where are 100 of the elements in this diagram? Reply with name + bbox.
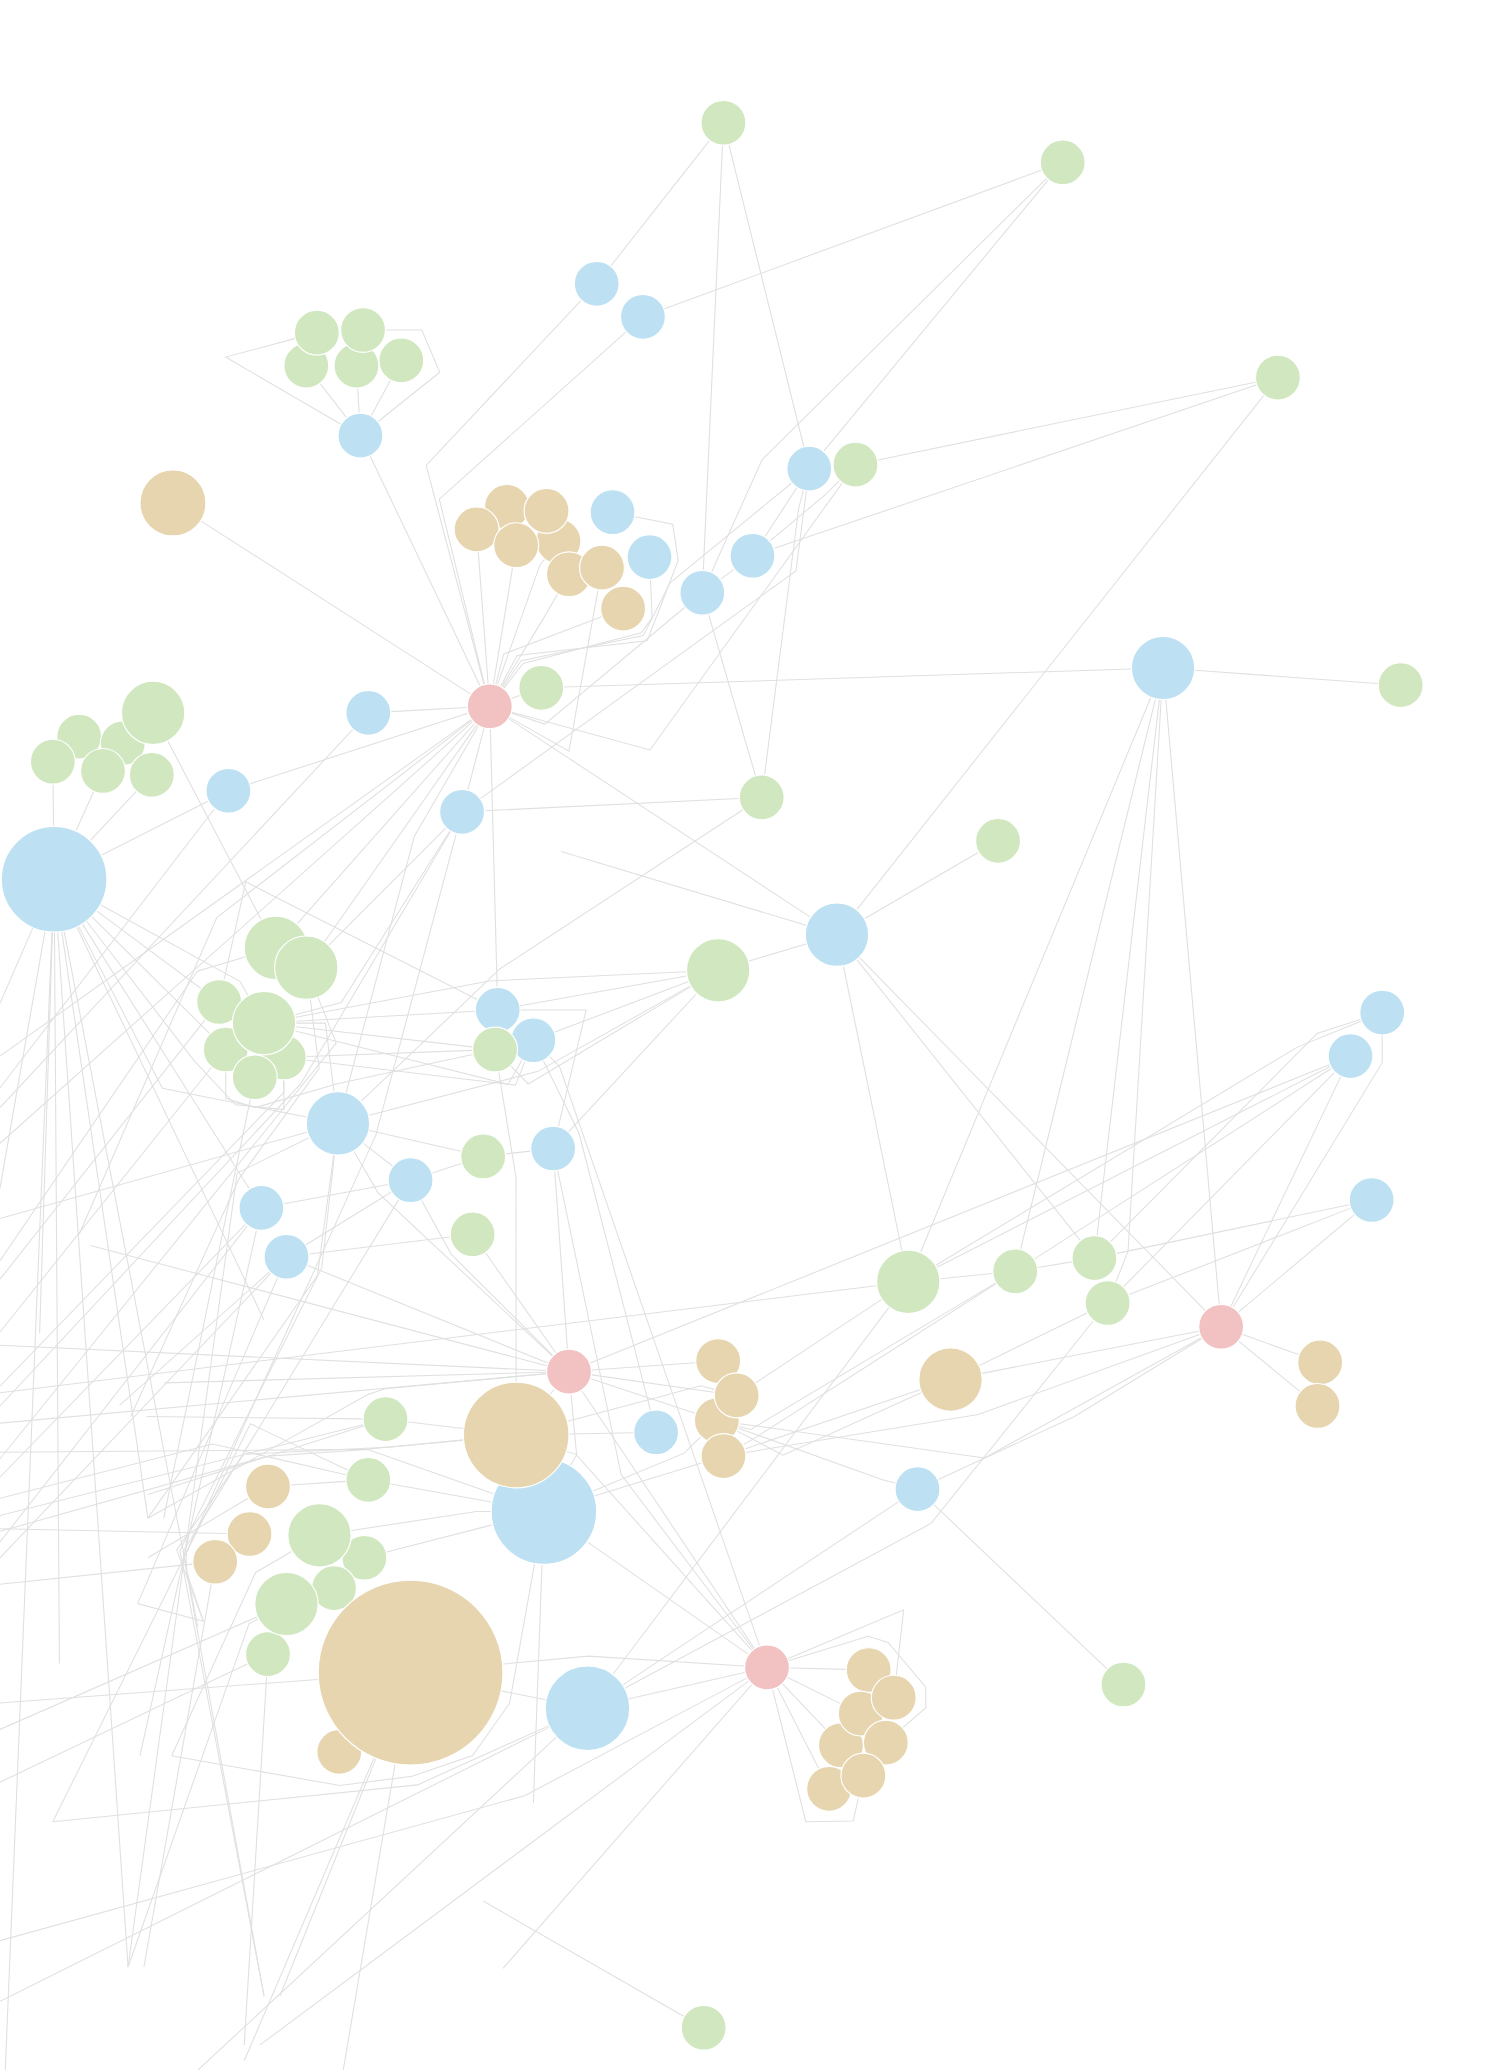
link-line (295, 1026, 473, 1048)
link-line (86, 920, 285, 1111)
link-line (96, 910, 201, 989)
link-line (480, 490, 807, 799)
link-line (501, 1690, 546, 1701)
node-circle (510, 1017, 557, 1064)
node-circle (254, 1571, 319, 1637)
link-line (295, 1010, 476, 1022)
node-circle (1084, 1279, 1131, 1327)
link-line (764, 487, 797, 537)
link-line (224, 338, 341, 425)
link-line (170, 1563, 535, 1787)
link-line (935, 1020, 1362, 1266)
link-line (782, 1683, 826, 1730)
link-line (592, 1436, 701, 1492)
node-circle (738, 774, 785, 821)
link-line (283, 1183, 389, 1205)
node-circle (128, 751, 175, 798)
node-circle (862, 1719, 909, 1766)
node-circle (832, 441, 879, 488)
node-circle (974, 817, 1021, 864)
link-line (788, 1635, 927, 1728)
link-line (127, 1618, 259, 1968)
node-circle (1327, 1033, 1374, 1080)
link-line (519, 975, 687, 1007)
node-circle (619, 293, 666, 340)
link-line (61, 931, 149, 1519)
link-line (612, 1307, 890, 1675)
link-line (368, 985, 691, 1116)
link-line (197, 1736, 557, 2070)
link-line (477, 551, 489, 684)
link-line (147, 1154, 334, 1519)
link-line (554, 981, 689, 1033)
link-line (1238, 1214, 1355, 1313)
node-circle (139, 469, 207, 537)
link-line (858, 957, 1206, 1311)
link-line (500, 516, 679, 687)
link-line (390, 707, 468, 713)
link-line (467, 728, 485, 791)
link-line (129, 999, 320, 1418)
link-line (520, 1009, 587, 1127)
link-line (294, 1030, 523, 1085)
link-line (502, 482, 792, 688)
link-line (420, 1199, 553, 1356)
link-line (0, 1344, 547, 1372)
link-line (978, 1312, 1088, 1366)
link-line (1096, 699, 1160, 1236)
link-line (728, 144, 805, 447)
link-line (385, 1524, 493, 1553)
link-line (52, 1725, 549, 1823)
node-circle (685, 938, 751, 1003)
node-circle (680, 2004, 727, 2051)
node-circle (694, 1338, 741, 1385)
link-line (368, 1130, 462, 1152)
node-circle (786, 445, 833, 492)
link-line (0, 1225, 248, 1543)
node-circle (1296, 1339, 1343, 1386)
node-circle (573, 260, 620, 307)
link-line (118, 1271, 270, 1406)
link-line (591, 1362, 696, 1371)
link-line (0, 1223, 246, 1478)
node-circle (244, 1631, 291, 1678)
node-circle (263, 1233, 310, 1280)
node-circle (845, 1646, 892, 1694)
link-line (76, 926, 265, 1321)
link-line (628, 1671, 745, 1700)
link-line (708, 614, 756, 776)
node-circle (191, 1538, 238, 1585)
node-circle (310, 1565, 357, 1612)
link-line (345, 725, 479, 1093)
link-line (485, 1252, 557, 1354)
link-line (306, 1049, 473, 1058)
node-circle (1377, 662, 1424, 709)
link-line (249, 712, 469, 785)
node-circle (231, 990, 297, 1056)
link-line (147, 1373, 547, 1519)
link-line (259, 1680, 749, 2046)
link-line (1230, 1076, 1341, 1307)
link-line (305, 1191, 392, 1246)
node-circle (341, 1534, 388, 1581)
link-line (594, 1462, 702, 1497)
node-circle (1197, 1303, 1244, 1350)
link-line (0, 1079, 285, 1387)
link-line (89, 791, 137, 841)
link-line (407, 1421, 464, 1430)
node-circle (700, 1433, 747, 1480)
node-circle (743, 1644, 790, 1691)
link-line (0, 1616, 258, 1730)
link-line (328, 827, 447, 946)
node-circle (317, 1579, 504, 1766)
link-line (167, 740, 262, 920)
node-circle (337, 412, 384, 459)
node-circle (870, 1674, 917, 1721)
link-line (610, 140, 710, 267)
link-line (510, 606, 685, 725)
node-circle (305, 1091, 371, 1156)
link-line (554, 1170, 568, 1350)
node-circle (589, 489, 636, 536)
link-line (532, 1564, 543, 1804)
node-circle (894, 1466, 941, 1513)
